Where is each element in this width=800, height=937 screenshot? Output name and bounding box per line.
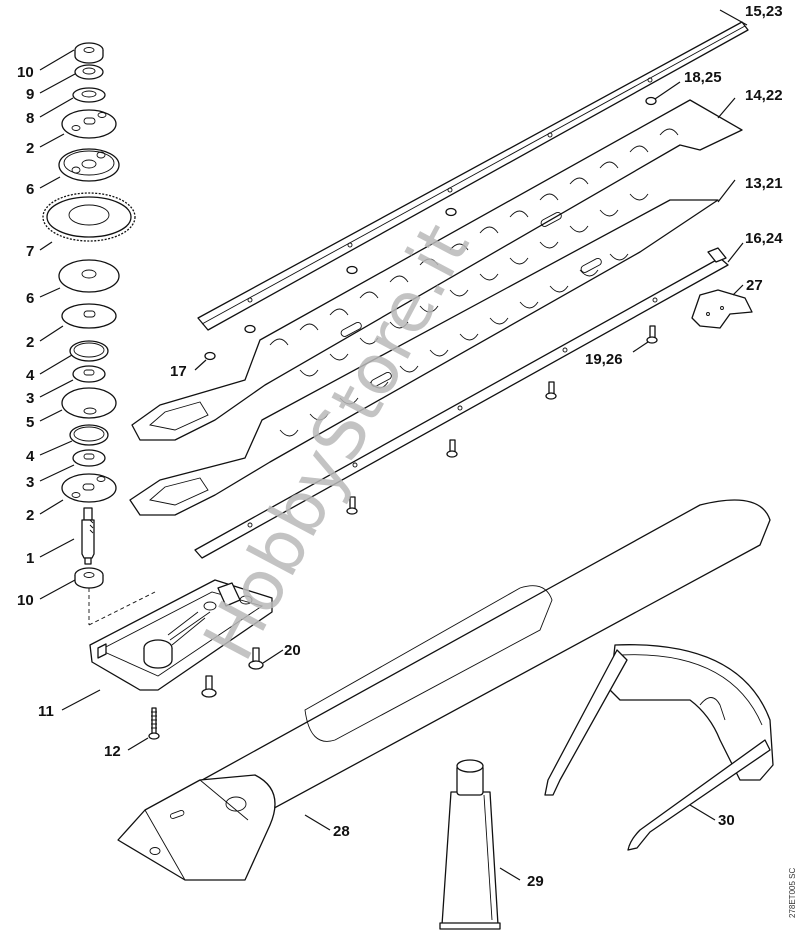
label-part-12: 12 (104, 743, 121, 760)
part-10-bearing-top (74, 42, 104, 64)
drawing-code: 278ET005 SC (788, 868, 797, 918)
watermark: HobbyStore.it (188, 211, 486, 673)
label-part-18-25: 18,25 (684, 69, 722, 86)
part-10-bearing-bottom (74, 567, 104, 589)
part-5-spring-disc (61, 387, 117, 419)
part-3-shim-b (72, 449, 106, 467)
part-3-shim-a (72, 365, 106, 383)
label-part-20: 20 (284, 642, 301, 659)
label-part-11: 11 (38, 703, 54, 720)
part-2-plate-b (61, 303, 117, 329)
spacer-nuts (204, 96, 657, 361)
part-11-gear-housing (89, 579, 273, 691)
label-part-10-top: 10 (17, 64, 34, 81)
label-part-8: 8 (26, 110, 34, 127)
part-12-screw (148, 707, 160, 740)
label-part-28: 28 (333, 823, 350, 840)
part-16-24-bottom-strip (194, 247, 729, 559)
part-20-screw-b (201, 675, 217, 698)
label-part-19-26: 19,26 (585, 351, 623, 368)
part-29-grease-tube (439, 759, 501, 930)
label-part-29: 29 (527, 873, 544, 890)
label-part-4-a: 4 (26, 367, 35, 384)
label-part-2-c: 2 (26, 507, 34, 524)
label-part-3-b: 3 (26, 474, 34, 491)
part-27-tension-plate (691, 289, 753, 329)
label-part-17: 17 (170, 363, 187, 380)
part-2-plate-c (61, 473, 117, 503)
part-7-gear (42, 192, 136, 242)
label-part-13-21: 13,21 (745, 175, 783, 192)
part-4-ring-b (69, 424, 109, 446)
label-part-30: 30 (718, 812, 735, 829)
assembly-guide-line (88, 588, 156, 626)
part-19-26-screws (346, 325, 658, 515)
label-part-14-22: 14,22 (745, 87, 783, 104)
label-part-3-a: 3 (26, 390, 34, 407)
label-part-4-b: 4 (26, 448, 35, 465)
part-15-23-guide-rail (197, 21, 749, 331)
label-part-15-23: 15,23 (745, 3, 783, 20)
part-1-shaft (81, 507, 95, 565)
part-14-22-blade-upper (131, 99, 743, 441)
label-part-5: 5 (26, 414, 34, 431)
part-9-nut (74, 64, 104, 80)
label-part-10-bottom: 10 (17, 592, 34, 609)
label-part-6-a: 6 (26, 181, 34, 198)
part-28-blade-guard (117, 499, 771, 881)
part-2-plate-a (61, 109, 117, 139)
label-part-2-a: 2 (26, 140, 34, 157)
label-part-7: 7 (26, 243, 34, 260)
label-part-1: 1 (26, 550, 34, 567)
part-20-screw-a (248, 647, 264, 670)
part-8-washer (72, 87, 106, 103)
label-part-16-24: 16,24 (745, 230, 783, 247)
part-30-safety-glasses (544, 644, 774, 851)
label-part-6-b: 6 (26, 290, 34, 307)
part-6-disc-a (58, 148, 120, 182)
leader-lines (39, 9, 748, 881)
label-part-2-b: 2 (26, 334, 34, 351)
label-part-9: 9 (26, 86, 34, 103)
part-6-disc-b (58, 259, 120, 293)
part-4-ring-a (69, 340, 109, 362)
part-13-21-blade-lower (129, 199, 719, 516)
label-part-27: 27 (746, 277, 763, 294)
